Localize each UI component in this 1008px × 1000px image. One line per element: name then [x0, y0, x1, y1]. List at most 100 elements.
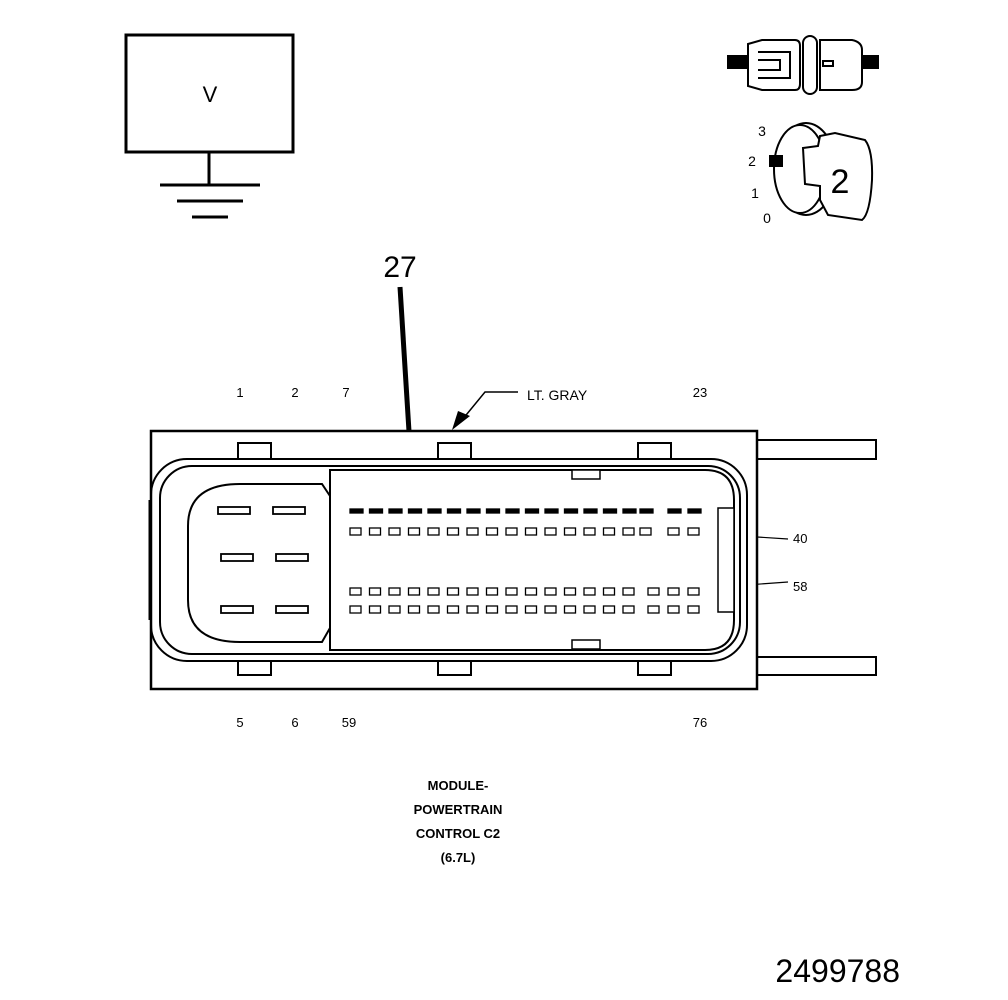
signal-terminal: [602, 508, 618, 514]
signal-terminal: [639, 527, 652, 536]
signal-terminal: [544, 587, 557, 596]
signal-terminal: [647, 587, 660, 596]
ignition-pos-0: 0: [763, 210, 771, 226]
caption-line-3: CONTROL C2: [416, 826, 500, 841]
signal-terminal: [622, 508, 637, 514]
connector-disconnect-icon: [727, 35, 879, 95]
signal-terminal: [485, 527, 499, 536]
plug-right-slot: [822, 60, 834, 67]
signal-terminal: [524, 587, 538, 596]
signal-terminal: [407, 508, 423, 514]
power-terminal: [220, 553, 254, 562]
signal-terminal: [602, 587, 616, 596]
signal-terminal: [647, 605, 660, 614]
power-pin-block: [187, 483, 331, 643]
signal-terminal: [563, 587, 577, 596]
pin-label-5: 5: [236, 715, 243, 730]
plug-left: [747, 39, 801, 91]
pin-label-40: 40: [793, 531, 807, 546]
signal-terminals: [349, 508, 702, 614]
signal-terminal: [368, 587, 382, 596]
top-latches: [237, 442, 672, 459]
ignition-key-label: 2: [831, 163, 850, 201]
power-terminal: [275, 553, 309, 562]
signal-terminal: [466, 605, 479, 614]
pin-label-76: 76: [693, 715, 707, 730]
bottom-latches: [237, 661, 672, 676]
signal-terminal: [388, 605, 401, 614]
ignition-indicator: [769, 155, 783, 167]
signal-terminal: [524, 527, 538, 536]
inner-seal: [159, 465, 741, 655]
signal-terminal: [563, 605, 577, 614]
callout-label: 27: [383, 251, 416, 284]
signal-terminal: [446, 527, 460, 536]
signal-terminal: [446, 508, 462, 514]
caption-line-2: POWERTRAIN: [414, 802, 503, 817]
signal-terminal: [505, 527, 518, 536]
signal-terminal: [466, 587, 479, 596]
plug-left-detail: [758, 51, 791, 79]
color-label: LT. GRAY: [527, 387, 588, 403]
signal-terminal: [622, 587, 635, 596]
signal-terminal: [427, 605, 440, 614]
signal-terminal: [544, 508, 559, 514]
plug-right: [819, 39, 863, 91]
signal-terminal: [466, 527, 479, 536]
signal-terminal: [687, 587, 700, 596]
signal-terminal: [687, 527, 700, 536]
side-tab: [717, 507, 735, 613]
pin-label-6: 6: [291, 715, 298, 730]
ignition-pos-3: 3: [758, 123, 766, 139]
figure-id: 2499788: [775, 953, 900, 989]
signal-terminal: [544, 605, 557, 614]
signal-terminal: [388, 527, 401, 536]
signal-terminal: [446, 587, 460, 596]
signal-terminal: [427, 527, 440, 536]
signal-terminal: [583, 605, 596, 614]
key-bottom: [571, 639, 601, 650]
signal-terminal: [407, 605, 421, 614]
signal-terminal: [583, 587, 596, 596]
color-leader-arrow: [452, 411, 470, 430]
seal-ring: [802, 35, 818, 95]
pin-label-58: 58: [793, 579, 807, 594]
signal-terminal: [687, 605, 700, 614]
signal-terminal: [427, 587, 440, 596]
pin-label-23: 23: [693, 385, 707, 400]
key-top: [571, 469, 601, 480]
signal-terminal: [602, 605, 616, 614]
pin-label-1: 1: [236, 385, 243, 400]
color-label-group: LT. GRAY: [452, 387, 588, 430]
ignition-switch-icon: 3 2 1 0 2: [748, 122, 874, 226]
pin-labels: 1 2 7 23 5 6 59 76 40 58: [236, 385, 807, 730]
caption-line-4: (6.7L): [441, 850, 476, 865]
signal-terminal: [667, 527, 680, 536]
signal-terminal: [466, 508, 481, 514]
pin-label-7: 7: [342, 385, 349, 400]
signal-terminal: [639, 508, 654, 514]
signal-terminal: [602, 527, 616, 536]
signal-terminal: [407, 587, 421, 596]
signal-terminal: [368, 605, 382, 614]
signal-terminal: [563, 508, 579, 514]
wire-left: [727, 55, 749, 69]
signal-terminal: [667, 587, 680, 596]
signal-terminal: [505, 587, 518, 596]
pin-label-2: 2: [291, 385, 298, 400]
power-terminal: [217, 506, 251, 515]
signal-terminal: [407, 527, 421, 536]
signal-terminal: [622, 527, 635, 536]
wire-right: [861, 55, 879, 69]
signal-terminal: [368, 527, 382, 536]
color-leader-line: [461, 391, 518, 421]
signal-terminal: [427, 508, 442, 514]
rail-top: [756, 439, 877, 460]
signal-terminal: [446, 605, 460, 614]
signal-terminal: [524, 508, 540, 514]
terminal-cavity: [329, 469, 735, 651]
signal-terminal: [388, 508, 403, 514]
caption-line-1: MODULE-: [428, 778, 489, 793]
rail-bottom: [756, 656, 877, 676]
